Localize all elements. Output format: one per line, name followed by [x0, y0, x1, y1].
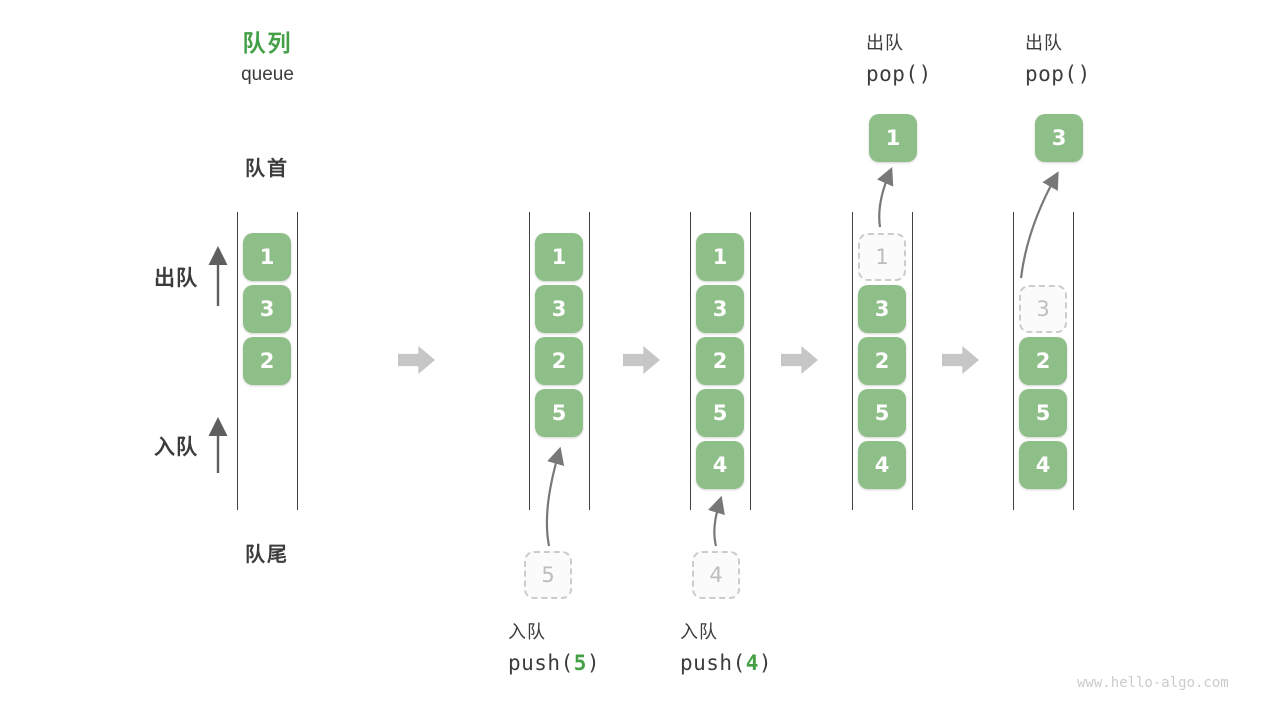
push-fn: push(: [680, 651, 746, 675]
title-en: queue: [241, 64, 294, 85]
pop-cn-label: 出队: [1025, 33, 1063, 53]
push-code-label: push(4): [680, 650, 772, 676]
state-transition-arrow-icon: [398, 346, 435, 374]
watermark: www.hello-algo.com: [1077, 675, 1229, 691]
push-arg: 5: [573, 651, 587, 675]
queue-item-1: 1: [535, 233, 583, 281]
queue-item-3: 3: [696, 285, 744, 333]
queue-item-4: 4: [1019, 441, 1067, 489]
pop-op-label-2: 出队 pop(): [1025, 31, 1091, 87]
pop-op-label-1: 出队 pop(): [866, 31, 932, 87]
queue-item-5: 5: [858, 389, 906, 437]
pop-code-label: pop(): [1025, 62, 1091, 86]
queue-item-3: 3: [243, 285, 291, 333]
queue-item-1: 1: [243, 233, 291, 281]
state-transition-arrow-icon: [623, 346, 660, 374]
push-op-label-1: 入队 push(5): [508, 620, 600, 676]
queue-item-1: 1: [696, 233, 744, 281]
push-close: ): [758, 651, 773, 675]
ghost-slot-3: 3: [1019, 285, 1067, 333]
queue-item-2: 2: [858, 337, 906, 385]
pop-cn-label: 出队: [866, 33, 904, 53]
queue-item-4: 4: [696, 441, 744, 489]
push-fn: push(: [508, 651, 574, 675]
dequeue-side-label: 出队: [154, 267, 198, 290]
push-cn-label: 入队: [680, 622, 718, 642]
state-transition-arrow-icon: [942, 346, 979, 374]
queue-item-5: 5: [696, 389, 744, 437]
diagram-title-block: 队列 queue: [200, 28, 335, 88]
queue-item-2: 2: [696, 337, 744, 385]
queue-item-2: 2: [535, 337, 583, 385]
queue-item-2: 2: [243, 337, 291, 385]
queue-item-2: 2: [1019, 337, 1067, 385]
state-transition-arrow-icon: [781, 346, 818, 374]
staged-value-box-4: 4: [692, 551, 740, 599]
ghost-slot-1: 1: [858, 233, 906, 281]
title-cn: 队列: [242, 30, 293, 56]
queue-item-4: 4: [858, 441, 906, 489]
push-op-label-2: 入队 push(4): [680, 620, 772, 676]
enqueue-side-label: 入队: [154, 436, 198, 459]
queue-item-5: 5: [535, 389, 583, 437]
queue-item-5: 5: [1019, 389, 1067, 437]
push-cn-label: 入队: [508, 622, 546, 642]
queue-item-3: 3: [858, 285, 906, 333]
pop-code-label: pop(): [866, 62, 932, 86]
push-code-label: push(5): [508, 650, 600, 676]
push-close: ): [586, 651, 601, 675]
popped-value-box-1: 1: [869, 114, 917, 162]
queue-front-label: 队首: [245, 158, 289, 180]
push-arg: 4: [745, 651, 759, 675]
staged-value-box-5: 5: [524, 551, 572, 599]
popped-value-box-2: 3: [1035, 114, 1083, 162]
queue-item-3: 3: [535, 285, 583, 333]
queue-rear-label: 队尾: [245, 544, 289, 566]
